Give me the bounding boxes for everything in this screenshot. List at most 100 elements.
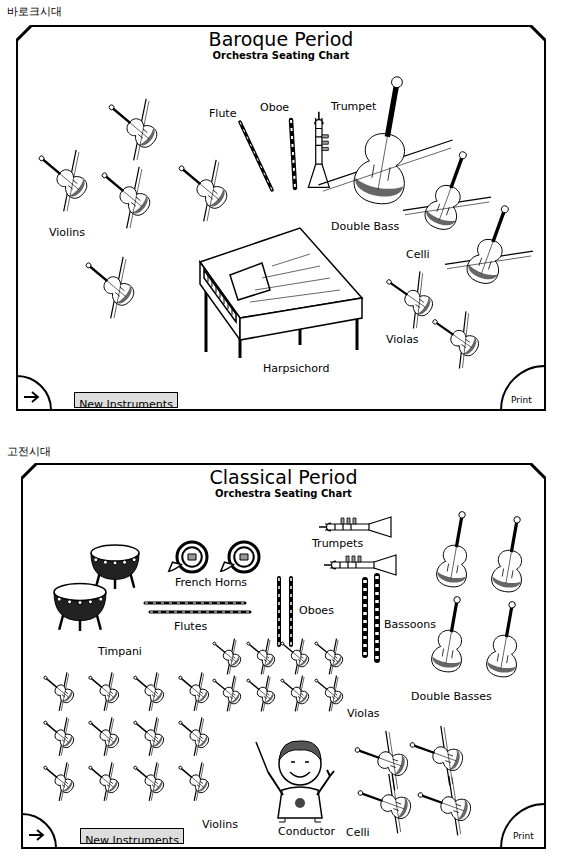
instrument-body — [463, 235, 508, 287]
instrument-body — [187, 772, 211, 795]
instrument-scroll — [386, 279, 392, 285]
instrument-scroll — [458, 151, 467, 160]
bow-stick — [45, 672, 82, 710]
bow-stick — [45, 717, 82, 755]
instrument-scroll — [88, 676, 92, 680]
instrument-neck — [436, 323, 453, 335]
bow-hair — [427, 727, 470, 784]
instrument-scroll — [38, 155, 45, 162]
bassoon-drawing — [377, 576, 378, 660]
double-bass-drawing — [490, 514, 533, 594]
harpsichord-side — [240, 298, 362, 340]
instrument-strings — [57, 778, 68, 788]
instrument-scroll — [280, 642, 284, 646]
instrument-body — [255, 684, 277, 706]
instrument-scroll — [178, 766, 182, 770]
instrument-scroll — [246, 642, 250, 646]
instrument-scroll — [391, 76, 404, 89]
instrument-body — [375, 748, 410, 778]
instrument-strings — [225, 653, 236, 662]
instrument-neck — [283, 681, 293, 690]
instrument-label: Celli — [345, 827, 371, 840]
conductor-drawing — [256, 741, 334, 822]
bow-stick — [88, 257, 146, 319]
instrument-strings — [383, 801, 405, 809]
bow-hair — [441, 313, 490, 368]
bow-hair — [182, 764, 217, 801]
bow-hair — [182, 719, 217, 756]
instrument-scroll — [354, 747, 360, 753]
horn-coil — [177, 542, 207, 572]
instrument-neck — [90, 266, 107, 281]
bow-hair — [250, 640, 283, 674]
keys — [375, 576, 379, 660]
trumpet-drawing — [308, 112, 329, 188]
bow-hair — [47, 674, 82, 711]
violin-drawing — [124, 753, 173, 802]
tube — [362, 580, 368, 655]
instrument-scroll — [212, 679, 216, 683]
instrument-strings — [506, 552, 512, 584]
instrument-body — [255, 647, 277, 669]
trumpet-drawing — [324, 555, 396, 575]
instrument-strings — [293, 690, 304, 699]
timpani-drawing — [54, 583, 106, 631]
tube — [289, 578, 293, 645]
keys — [240, 122, 272, 190]
tuning-knob — [113, 561, 117, 565]
instrument-neck — [136, 768, 147, 777]
instrument-strings — [453, 335, 471, 348]
instrument-label: Timpani — [97, 646, 143, 659]
instrument-strings — [60, 174, 78, 189]
instrument-strings — [192, 778, 203, 788]
bow-hair — [45, 152, 101, 211]
violin-drawing — [169, 663, 218, 712]
harpsichord-keys — [208, 276, 232, 315]
violin-drawing — [93, 84, 172, 163]
instrument-scroll — [458, 511, 465, 518]
instrument-neck — [215, 681, 225, 690]
instrument-body — [221, 647, 243, 669]
mouthpiece — [318, 112, 320, 120]
panel-heading: Classical PeriodOrchestra Seating Chart — [22, 467, 545, 500]
instrument-neck — [506, 607, 511, 637]
bow-stick — [248, 639, 282, 675]
instrument-neck — [181, 723, 192, 732]
bow-hair — [92, 674, 127, 711]
instrument-neck — [46, 678, 57, 687]
horn-valves — [188, 554, 196, 560]
viola-drawing — [203, 630, 249, 676]
instrument-label: Violins — [48, 227, 86, 240]
f-holes — [497, 654, 508, 664]
instrument-label: Trumpet — [330, 101, 377, 114]
instrument-scroll — [133, 721, 137, 725]
shirt-logo — [295, 798, 305, 808]
bow-hair — [92, 719, 127, 756]
panel-subtitle: Orchestra Seating Chart — [17, 50, 545, 62]
instrument-scroll — [108, 104, 115, 111]
instrument-scroll — [88, 721, 92, 725]
instrument-label: Double Bass — [330, 221, 400, 234]
tuning-knob — [57, 597, 61, 601]
instrument-body — [142, 772, 166, 795]
instrument-scroll — [178, 721, 182, 725]
instrument-strings — [57, 733, 68, 743]
instrument-label: Double Basses — [410, 691, 493, 704]
panel-border — [17, 26, 545, 410]
flute-drawing — [145, 603, 245, 604]
instrument-scroll — [508, 601, 515, 608]
violin-drawing — [163, 145, 242, 224]
instrument-neck — [91, 768, 102, 777]
bow-hair — [375, 775, 418, 832]
horn-bell — [221, 562, 234, 571]
trumpet-valves — [346, 556, 361, 562]
button-text: New Instruments — [79, 398, 173, 411]
instrument-label: Print — [512, 831, 535, 841]
keys — [278, 578, 280, 645]
bow-stick — [437, 311, 489, 368]
instrument-label: Flute — [208, 108, 237, 121]
instrument-strings — [451, 547, 457, 579]
instrument-scroll — [178, 165, 185, 172]
bow-stick — [180, 672, 217, 710]
instrument-body — [490, 548, 527, 594]
